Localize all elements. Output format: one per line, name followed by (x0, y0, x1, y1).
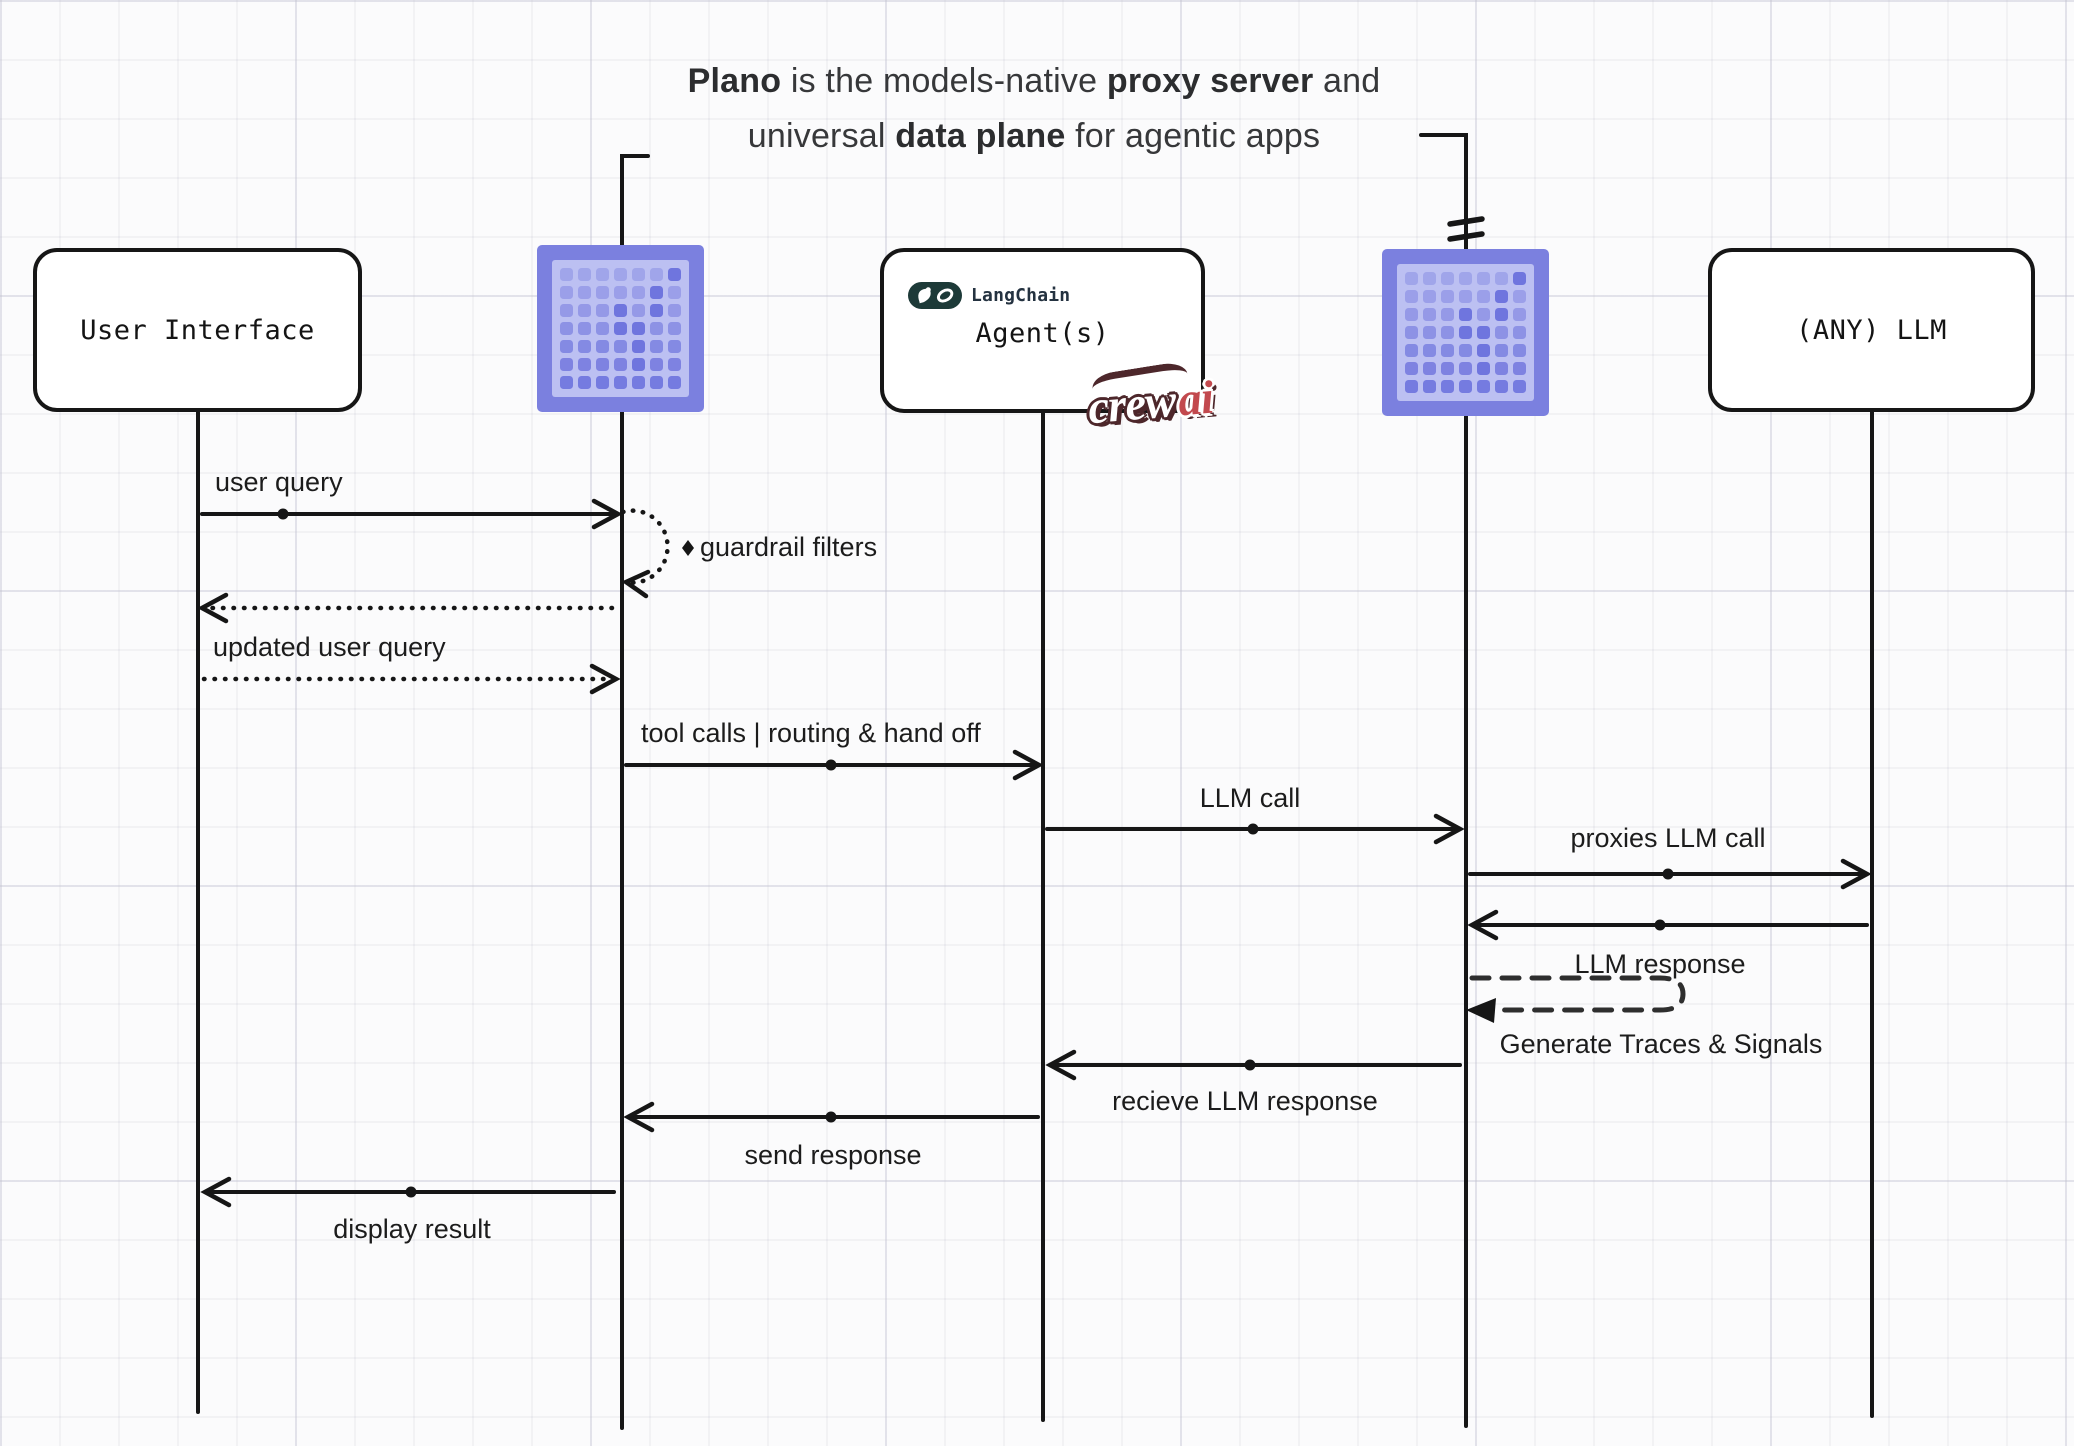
label-llm-call: LLM call (1199, 783, 1301, 813)
langchain-wordmark: LangChain (971, 285, 1071, 306)
arrow-guardrail-self-loop (620, 508, 694, 599)
arrow-tool-calls (624, 749, 1044, 781)
label-send-response: send response (744, 1140, 922, 1170)
plano-grid-icon (552, 260, 689, 397)
arrow-recieve-llm-response (1045, 1049, 1462, 1081)
label-updated-user-query: updated user query (213, 632, 446, 662)
arrow-send-response (623, 1101, 1040, 1133)
arrow-llm-response (1467, 909, 1869, 941)
actor-agents: LangChain Agent(s) crewai (880, 248, 1215, 434)
leader-break-ticks (1447, 216, 1485, 242)
loop-diamond (682, 540, 694, 556)
arrow-proxies-llm-call (1468, 858, 1872, 890)
arrow-display-result (200, 1176, 616, 1208)
lifeline-plano-left-with-title-leader (620, 154, 650, 1430)
arrow-generate-traces-loop (1466, 975, 1686, 1023)
label-llm-response: LLM response (1574, 949, 1746, 979)
actor-user-interface: User Interface (33, 248, 362, 412)
actor-agents-label: Agent(s) (975, 318, 1110, 349)
diagram-title: Plano is the models-native proxy server … (584, 54, 1484, 164)
arrow-user-query (200, 498, 623, 530)
actor-any-llm-label: (ANY) LLM (1796, 314, 1947, 346)
label-generate-traces: Generate Traces & Signals (1499, 1029, 1823, 1059)
title-line-2: universal data plane for agentic apps (747, 117, 1321, 156)
label-tool-calls: tool calls | routing & hand off (641, 718, 981, 748)
label-display-result: display result (333, 1214, 491, 1244)
label-user-query: user query (215, 467, 343, 497)
langchain-logo: LangChain (908, 282, 1070, 309)
lifeline-plano-right-with-title-leader (1419, 133, 1468, 1428)
actor-any-llm: (ANY) LLM (1708, 248, 2035, 412)
langchain-icon (908, 282, 962, 309)
label-recieve-llm-response: recieve LLM response (1112, 1086, 1378, 1116)
plano-logo-left (537, 245, 704, 412)
label-proxies-llm-call: proxies LLM call (1570, 823, 1766, 853)
actor-user-interface-label: User Interface (80, 314, 315, 346)
arrow-dotted-return (197, 592, 615, 624)
title-line-1: Plano is the models-native proxy server … (687, 62, 1381, 100)
arrow-llm-call (1045, 813, 1465, 845)
arrow-updated-user-query (201, 663, 621, 695)
plano-logo-right (1382, 249, 1549, 416)
label-guardrail-filters: guardrail filters (700, 532, 878, 562)
plano-grid-icon (1397, 264, 1534, 401)
crewai-logo: crewai (1086, 360, 1215, 434)
